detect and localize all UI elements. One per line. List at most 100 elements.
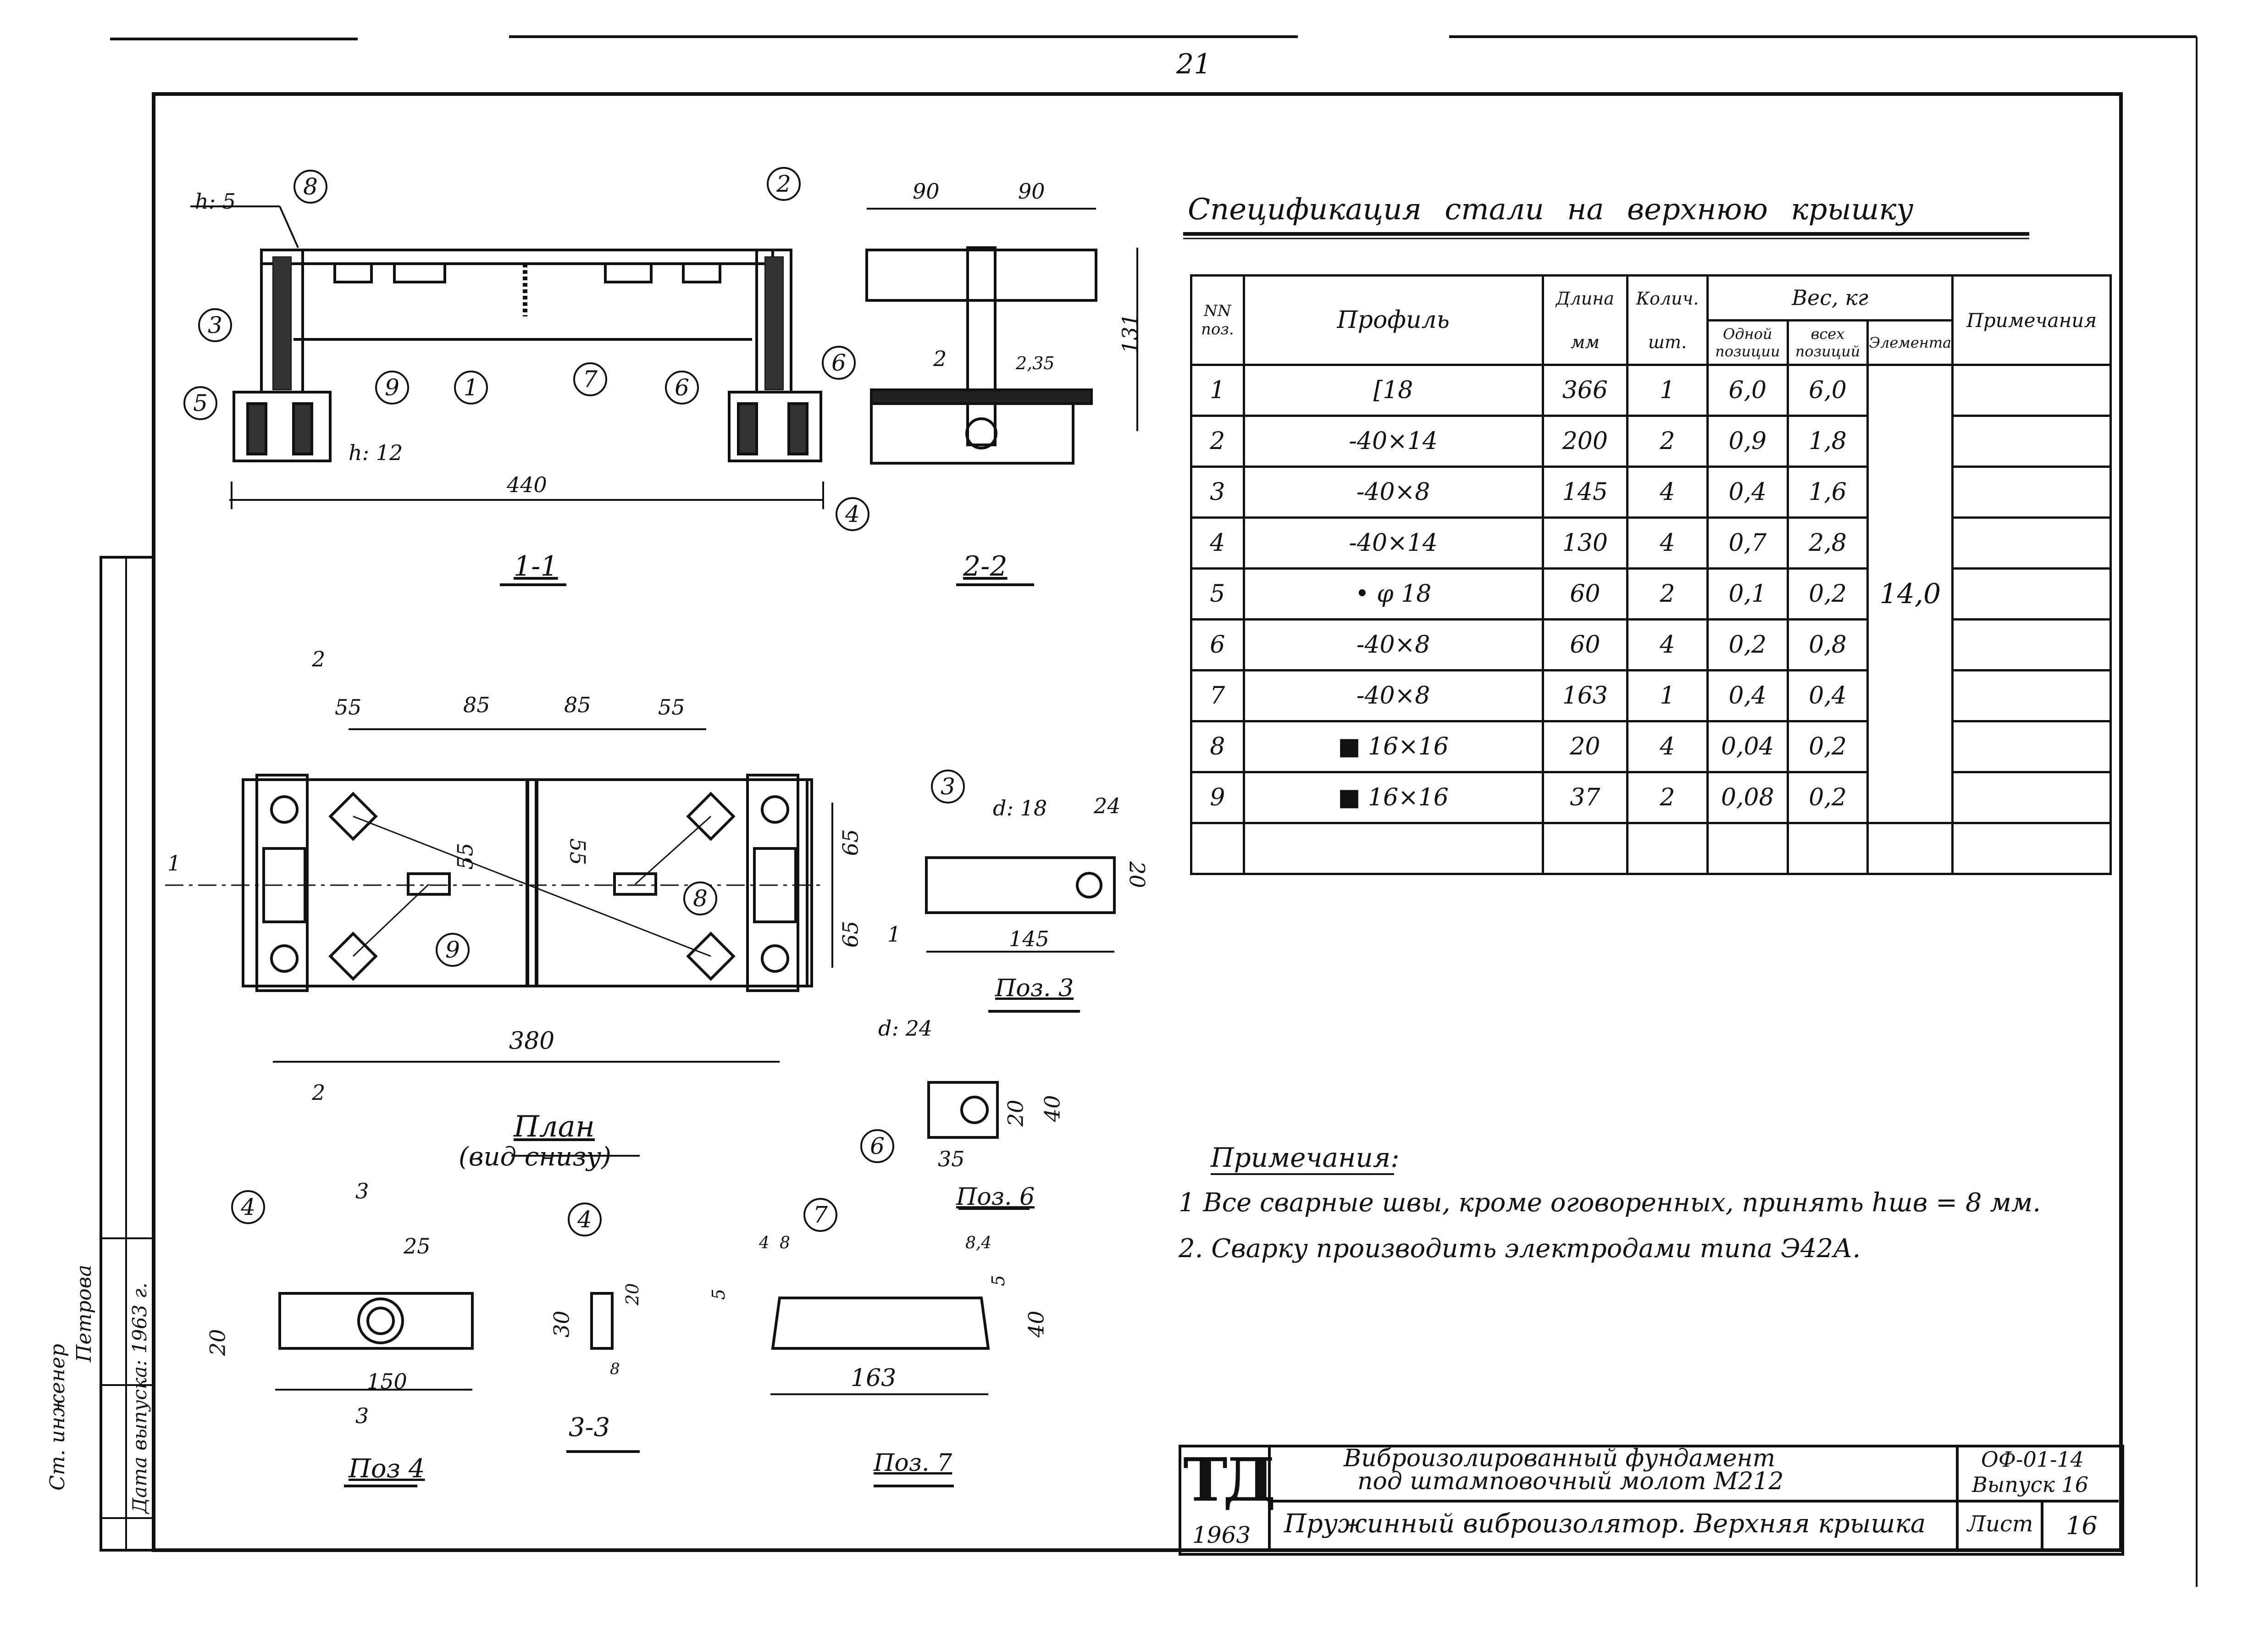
dim-24: 24 [1094, 793, 1121, 818]
title-block-project-2: под штамповочный молот М212 [1357, 1468, 1784, 1495]
callout-4-section22: 4 [836, 497, 869, 531]
cell-weight-one: 6,0 [1706, 364, 1789, 417]
cell-notes [1951, 415, 2112, 468]
spec-header-row-2: мм шт. Одной позиции всех позиций Элемен… [1191, 319, 2111, 366]
dim-85-a: 85 [463, 693, 490, 717]
cell-notes [1951, 364, 2112, 417]
cell-notes [1951, 567, 2112, 621]
cell-weight-one: 0,4 [1706, 466, 1789, 519]
callout-9-plan: 9 [436, 933, 470, 967]
table-row: 5 • φ 18 60 2 0,1 0,2 [1190, 567, 2112, 621]
cell-weight-one: 0,04 [1706, 720, 1789, 773]
dim-30: 30 [549, 1310, 574, 1338]
dim-55-c: 55 [453, 843, 478, 870]
th-weight-element: Элемента [1866, 319, 1954, 366]
dim-380: 380 [509, 1027, 555, 1055]
callout-6-section22: 6 [822, 346, 856, 380]
callout-5-section: 5 [183, 386, 217, 420]
cell-empty [1706, 822, 1789, 875]
dim-85-b: 85 [564, 693, 591, 717]
cell-qty: 1 [1626, 364, 1709, 417]
cell-profile: ■ 16×16 [1242, 771, 1544, 824]
dim-55-d: 55 [565, 838, 590, 865]
dim-55-a: 55 [335, 695, 362, 720]
cell-weight-one: 0,08 [1706, 771, 1789, 824]
cell-pos: 2 [1190, 415, 1245, 468]
cell-length: 60 [1541, 618, 1629, 671]
callout-8-section: 8 [293, 170, 327, 204]
cell-weight-all: 0,2 [1786, 567, 1869, 621]
cell-profile: -40×8 [1242, 669, 1544, 722]
cell-weight-one: 0,9 [1706, 415, 1789, 468]
dim-20-33: 20 [622, 1283, 643, 1306]
title-block [1179, 1445, 2124, 1556]
cell-weight-one: 0,2 [1706, 618, 1789, 671]
callout-7-section: 7 [573, 362, 607, 396]
label-section-1-1: 1-1 [514, 550, 558, 582]
label-pos4: Поз 4 [349, 1454, 425, 1484]
table-row: 6 -40×8 60 4 0,2 0,8 [1190, 618, 2112, 671]
notes-title: Примечания: [1211, 1142, 1400, 1173]
callout-8-plan: 8 [683, 881, 717, 915]
cell-weight-all: 6,0 [1786, 364, 1869, 417]
dim-55-b: 55 [658, 695, 685, 720]
th-notes: Примечания [1951, 274, 2112, 366]
cell-length: 130 [1541, 516, 1629, 570]
cell-profile: [18 [1242, 364, 1544, 417]
title-block-code: ОФ-01-14 [1981, 1447, 2084, 1472]
th-length: Длина [1541, 274, 1629, 320]
section-mark-2-bottom: 2 [312, 1080, 326, 1105]
cell-pos: 9 [1190, 771, 1245, 824]
cell-notes [1951, 466, 2112, 519]
title-block-project-1: Виброизолированный фундамент [1344, 1445, 1776, 1472]
th-qty: Колич. [1626, 274, 1709, 320]
callout-4-section33: 4 [568, 1203, 602, 1236]
dim-150: 150 [367, 1369, 407, 1394]
title-block-logo: ТД [1183, 1445, 1276, 1515]
dim-d18: d: 18 [993, 796, 1047, 820]
th-weight-all: всех позиций [1786, 319, 1869, 366]
section-mark-1-right: 1 [887, 922, 901, 947]
cell-pos: 6 [1190, 618, 1245, 671]
notes-line-1: 1 Все сварные швы, кроме оговоренных, пр… [1179, 1188, 2041, 1218]
cell-notes [1951, 618, 2112, 671]
cell-notes [1951, 516, 2112, 570]
dim-65-b: 65 [838, 920, 863, 948]
cell-profile: ■ 16×16 [1242, 720, 1544, 773]
cell-qty: 2 [1626, 415, 1709, 468]
cell-profile: -40×14 [1242, 516, 1544, 570]
callout-2-section: 2 [767, 167, 801, 201]
cell-qty: 4 [1626, 516, 1709, 570]
section-mark-2-top: 2 [312, 647, 326, 671]
section-mark-1-left: 1 [167, 851, 181, 876]
cell-notes [1951, 720, 2112, 773]
cell-pos: 1 [1190, 364, 1245, 417]
cell-element-weight: 14,0 [1866, 364, 1954, 824]
cell-length: 163 [1541, 669, 1629, 722]
cell-length: 37 [1541, 771, 1629, 824]
title-block-issue: Выпуск 16 [1972, 1472, 2088, 1497]
cell-notes [1951, 771, 2112, 824]
spec-table: NN поз. Профиль Длина Колич. Вес, кг При… [1190, 274, 2112, 875]
th-profile: Профиль [1242, 274, 1544, 366]
cell-pos: 5 [1190, 567, 1245, 621]
callout-4-pos4: 4 [231, 1190, 265, 1224]
cell-empty [1951, 822, 2112, 875]
dim-5-right: 5 [988, 1275, 1009, 1286]
dim-5-left: 5 [709, 1288, 729, 1300]
cell-length: 145 [1541, 466, 1629, 519]
callout-3-pos3: 3 [931, 770, 965, 804]
cell-weight-all: 0,2 [1786, 720, 1869, 773]
cell-empty [1626, 822, 1709, 875]
dim-8-33: 8 [610, 1360, 620, 1378]
spec-header-row: NN поз. Профиль Длина Колич. Вес, кг При… [1190, 274, 2112, 366]
dim-h5: h: 5 [195, 189, 236, 214]
title-block-logo-cell [1179, 1445, 1271, 1550]
cell-weight-all: 2,8 [1786, 516, 1869, 570]
cell-qty: 2 [1626, 567, 1709, 621]
dim-145: 145 [1009, 926, 1049, 951]
spec-title: Спецификация стали на верхнюю крышку [1188, 193, 1914, 227]
dim-d24: d: 24 [878, 1016, 933, 1041]
callout-1-section: 1 [454, 371, 488, 405]
